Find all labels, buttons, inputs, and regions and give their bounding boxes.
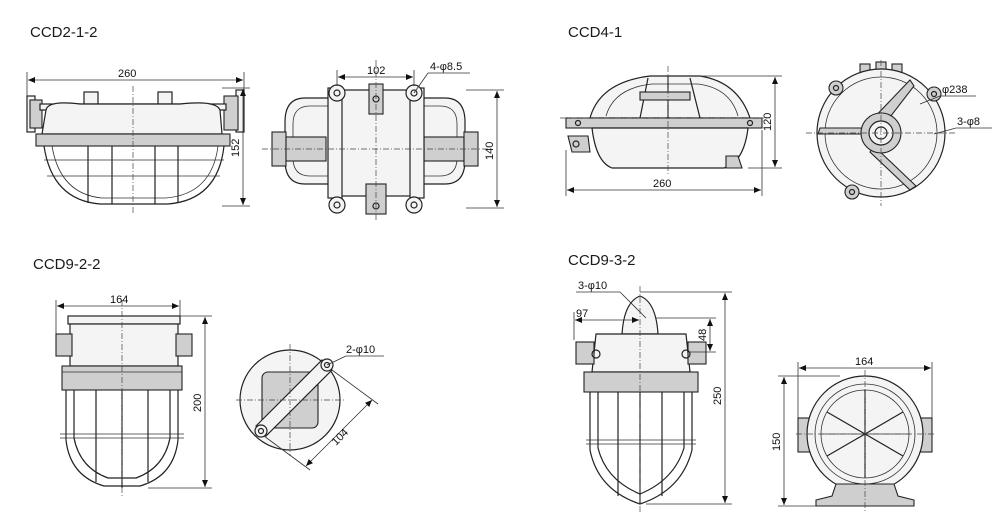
dim-ccd4-1-diameter: φ238: [942, 84, 968, 96]
ccd2-1-2-side-view: [26, 72, 250, 214]
dim-ccd9-3-2-height: 250: [712, 387, 724, 405]
dim-ccd9-3-2-offset: 97: [576, 308, 588, 320]
dim-ccd9-3-2-front-height: 150: [771, 433, 783, 451]
ccd4-1-side-view: [560, 66, 782, 196]
dim-ccd4-1-holes: 3-φ8: [957, 116, 980, 128]
title-ccd9-3-2: CCD9-3-2: [568, 252, 636, 269]
dim-ccd9-2-2-height: 200: [192, 394, 204, 412]
dim-ccd9-2-2-holes: 2-φ10: [346, 344, 375, 356]
dim-ccd9-3-2-width: 164: [855, 356, 873, 368]
dim-ccd2-1-2-holes: 4-φ8.5: [430, 61, 462, 73]
ccd4-1-top-view: [806, 60, 992, 206]
dim-ccd2-1-2-width: 260: [118, 68, 136, 80]
dim-ccd9-3-2-boss-height: 48: [697, 329, 709, 341]
ccd9-2-2-side-view: [55, 300, 212, 498]
ccd9-3-2-front-view: [778, 362, 934, 512]
dim-ccd9-2-2-width: 164: [110, 294, 128, 306]
dim-ccd2-1-2-height: 152: [230, 139, 242, 157]
ccd9-2-2-top-view: [236, 344, 384, 471]
dim-ccd4-1-height: 120: [762, 113, 774, 131]
dim-ccd9-3-2-holes: 3-φ10: [578, 280, 607, 292]
dim-ccd9-2-2-diagonal: 104: [330, 427, 351, 448]
ccd2-1-2-top-view: [262, 60, 504, 220]
title-ccd9-2-2: CCD9-2-2: [33, 256, 101, 273]
title-ccd2-1-2: CCD2-1-2: [30, 24, 98, 41]
ccd9-3-2-side-view: [573, 286, 732, 512]
dim-ccd4-1-width: 260: [653, 178, 671, 190]
dim-ccd2-1-2-hole-spacing: 102: [367, 65, 385, 77]
dim-ccd2-1-2-depth: 140: [484, 142, 496, 160]
title-ccd4-1: CCD4-1: [568, 24, 623, 41]
